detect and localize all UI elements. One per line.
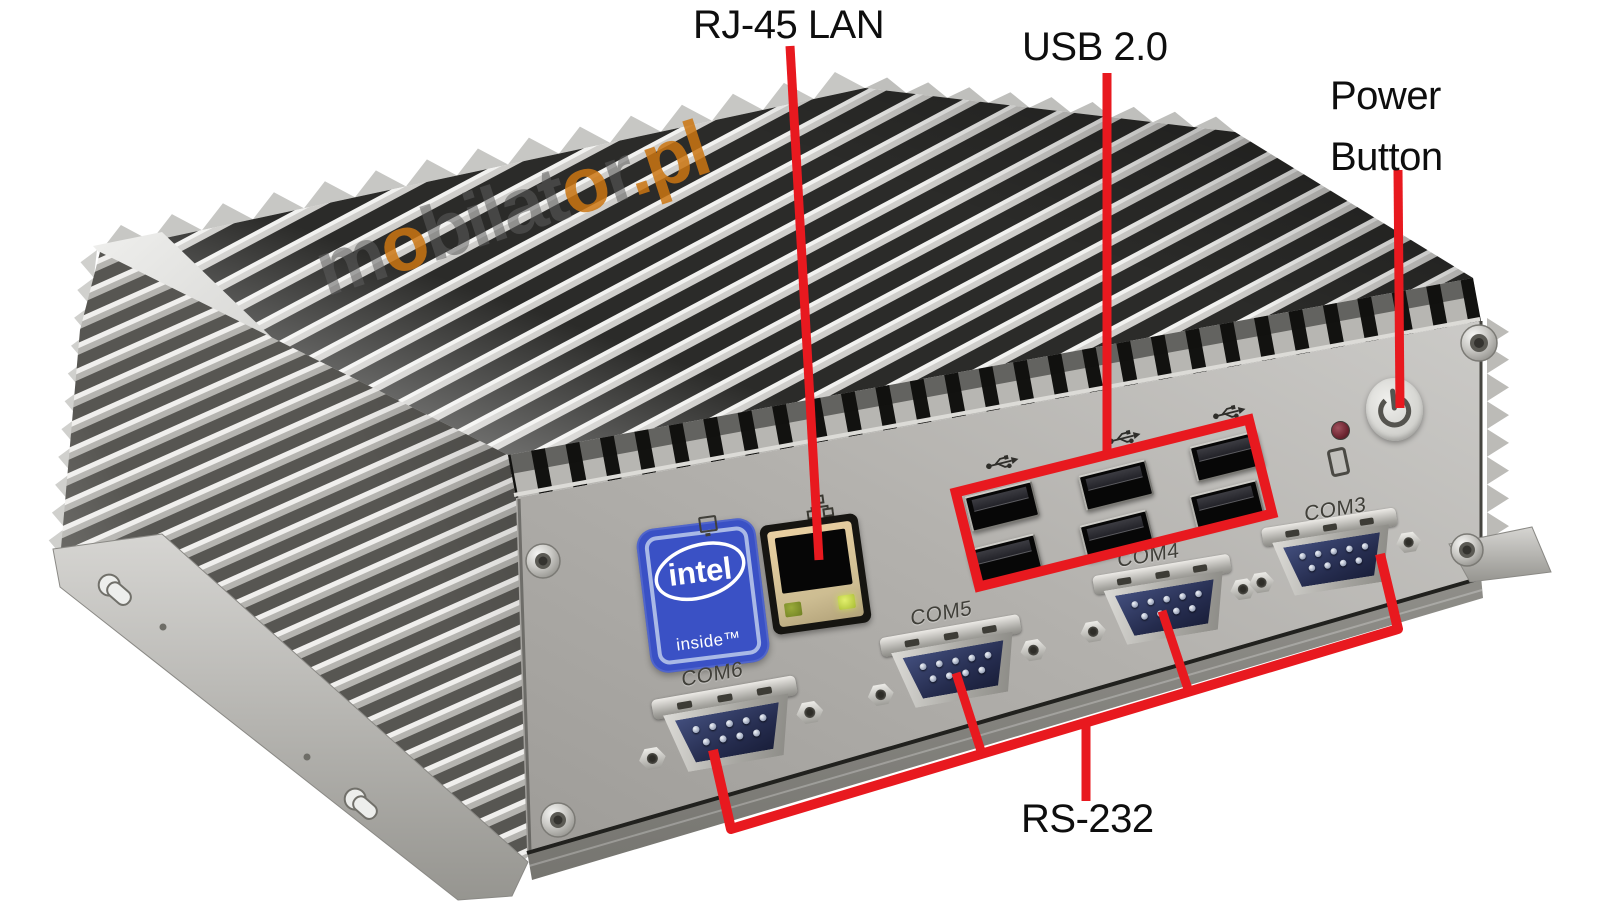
mounting-bracket-left <box>52 533 529 901</box>
keyhole-slot <box>97 573 132 606</box>
heatsink-backright-fin-tips <box>865 77 1235 132</box>
power-led <box>1331 421 1350 440</box>
rj45-led-left <box>783 601 803 618</box>
usb-label: USB 2.0 <box>1022 25 1168 69</box>
front-fin-crenellation <box>508 278 1481 498</box>
keyhole-slot <box>343 787 378 820</box>
rj45-bezel <box>766 520 865 628</box>
power-label-line2: Button <box>1330 135 1443 179</box>
screw <box>540 802 576 838</box>
rj45-label: RJ-45 LAN <box>693 3 885 47</box>
heatsink-left-face <box>60 252 530 880</box>
heatsink-back-fin-tips <box>100 72 865 252</box>
pc-indicator-icon <box>697 514 719 534</box>
rs232-label: RS-232 <box>1021 797 1154 841</box>
intel-badge: intel inside™ <box>634 516 772 675</box>
power-label: Power Button <box>1330 66 1443 188</box>
rj45-opening <box>774 528 853 594</box>
screw <box>1450 533 1484 567</box>
rj45-led-right <box>837 593 857 611</box>
power-label-line1: Power <box>1330 74 1441 118</box>
panel-screws <box>525 324 1498 838</box>
screw <box>525 543 561 579</box>
power-symbol-icon <box>1378 388 1412 428</box>
power-button <box>1362 375 1427 444</box>
rj45-lan-port <box>758 512 873 636</box>
screw <box>1460 324 1498 362</box>
